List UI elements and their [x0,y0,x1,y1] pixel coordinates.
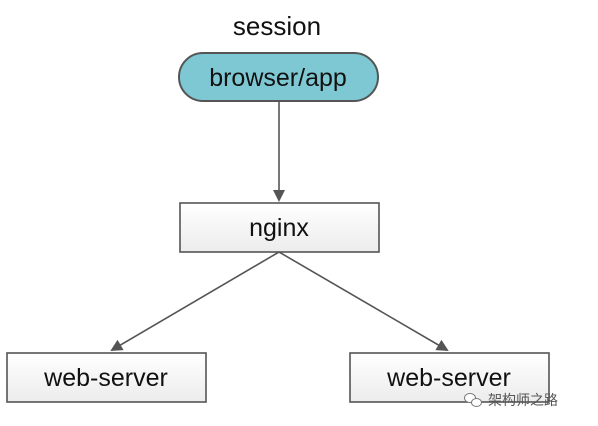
client-node: browser/app [178,52,379,102]
diagram-title: session [233,11,321,41]
server-right-box-shape [349,352,550,403]
server-right-label: web-server [386,364,511,392]
connector-nginx-to-left-server [110,251,280,352]
watermark: 架构师之路 [464,390,558,410]
proxy-label: nginx [249,214,309,242]
proxy-box-shape [179,202,380,253]
server-left-box-shape [6,352,207,403]
proxy-node: nginx [179,202,380,253]
server-node-right: web-server [349,352,550,403]
watermark-text: 架构师之路 [488,393,558,409]
server-node-left: web-server [6,352,207,403]
connector-nginx-to-right-server [278,251,449,352]
wechat-icon [464,393,482,407]
client-label: browser/app [209,64,347,92]
server-left-label: web-server [43,364,168,392]
